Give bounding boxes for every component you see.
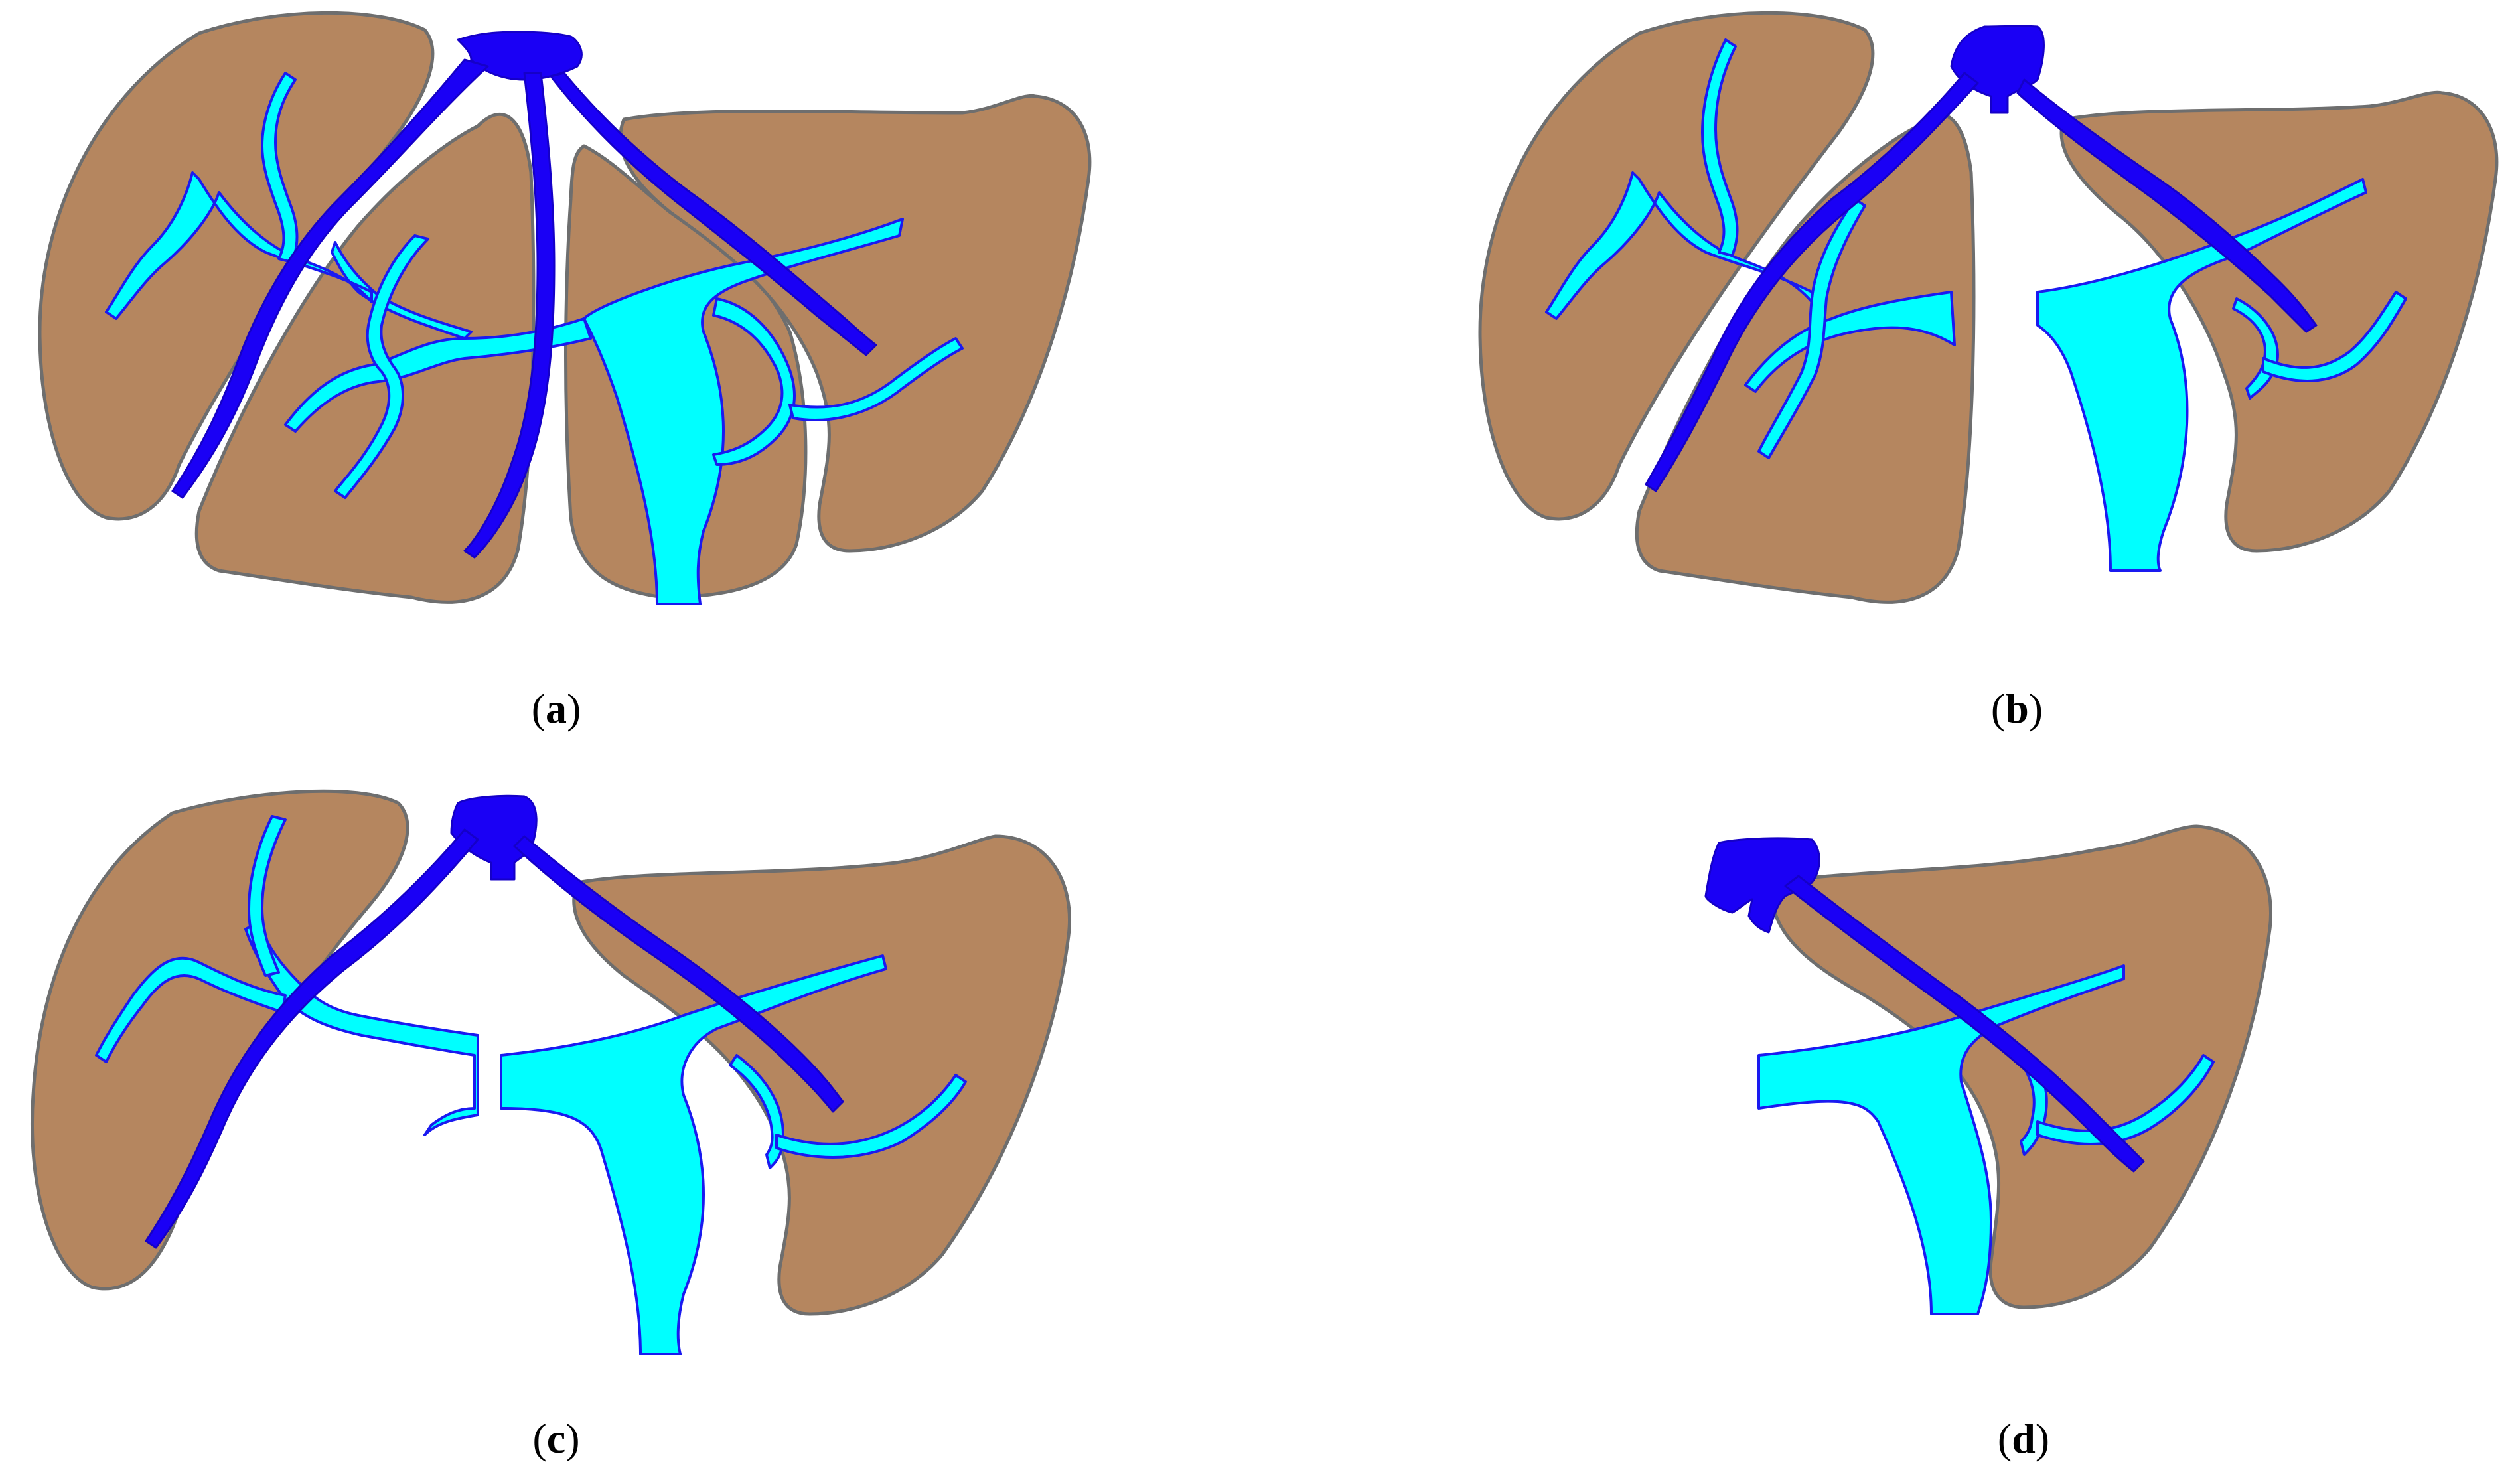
panel-a: (a)	[0, 0, 1261, 730]
panel-c: (c)	[0, 763, 1261, 1470]
inferior-vena-cava	[457, 31, 583, 81]
caption-b: (b)	[1990, 685, 2043, 732]
caption-c: (c)	[532, 1415, 580, 1462]
right-hepatic-vein	[171, 58, 489, 499]
middle-hepatic-vein	[463, 72, 556, 559]
anterior-vertical-portal-branch	[334, 234, 429, 499]
panel-d: (d)	[1440, 763, 2520, 1470]
left-portal-branch	[712, 297, 796, 466]
right-portal-branch	[1744, 291, 1956, 393]
portal-vein-trunk	[583, 218, 904, 605]
left-lateral-liver-lobe	[619, 94, 1092, 553]
left-hepatic-vein	[550, 72, 877, 356]
portal-vein-trunk	[1757, 964, 2125, 1315]
panel-b: (b)	[1440, 0, 2520, 730]
right-hepatic-vein	[145, 828, 479, 1249]
panel-d-drawing	[1704, 824, 2272, 1315]
right-posterior-portal-branch	[95, 956, 287, 1063]
caption-d: (d)	[1997, 1415, 2050, 1462]
right-posterior-liver-lobe	[38, 11, 435, 521]
right-posterior-portal-branch	[105, 171, 373, 320]
panel-b-drawing	[1478, 11, 2499, 604]
right-posterior-liver-lobe	[30, 789, 409, 1291]
right-posterior-liver-lobe	[1478, 11, 1875, 521]
posterior-vertical-portal-branch	[1701, 38, 1739, 257]
left-hepatic-vein	[2016, 78, 2318, 333]
caption-a: (a)	[531, 685, 581, 732]
inferior-vena-cava	[450, 794, 538, 881]
right-posterior-portal-branch	[1545, 171, 1813, 320]
left-hepatic-vein	[1784, 875, 2145, 1173]
right-anterior-liver-lobe	[194, 112, 536, 604]
inferior-vena-cava	[1704, 837, 1820, 934]
portal-vein-trunk	[500, 954, 887, 1355]
left-lateral-portal-branch	[788, 337, 964, 421]
left-lateral-portal-branch	[775, 1074, 967, 1159]
left-lateral-portal-branch	[2262, 291, 2407, 382]
portal-vein-trunk	[2036, 178, 2367, 572]
left-portal-branch	[729, 1054, 784, 1169]
panel-a-drawing	[38, 11, 1092, 605]
panel-c-drawing	[30, 789, 1071, 1355]
posterior-vertical-portal-branch	[248, 815, 287, 977]
left-hepatic-vein	[513, 835, 844, 1113]
right-hepatic-vein	[1645, 72, 1979, 492]
